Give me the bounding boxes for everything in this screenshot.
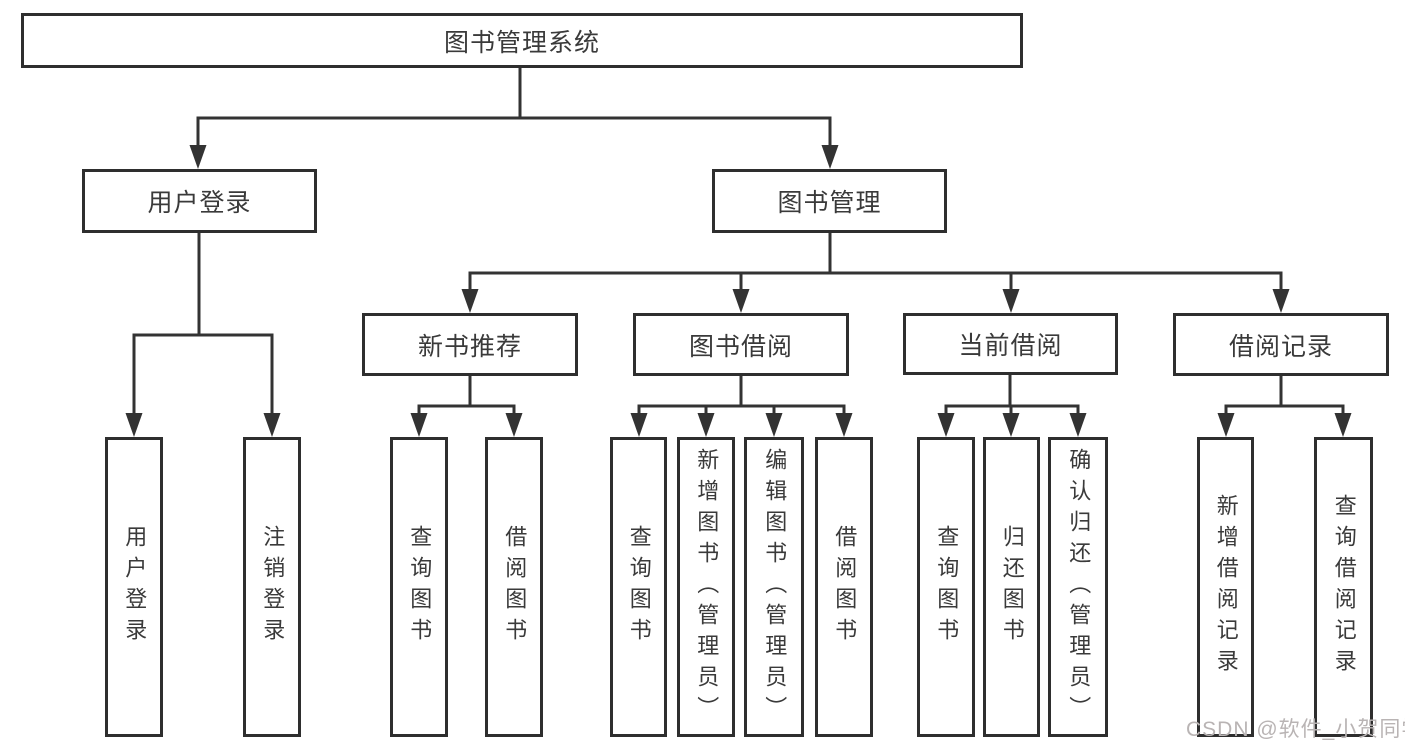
leaf-user-login-label: 用户登录	[122, 525, 148, 649]
arrowhead	[125, 413, 143, 437]
leaf-query-borrow-record-label: 查询借阅记录	[1331, 494, 1357, 680]
node-book-borrow-label: 图书借阅	[688, 332, 793, 361]
arrowhead	[410, 413, 428, 437]
connector-new-book-branch	[417, 376, 516, 417]
arrowhead	[1217, 413, 1235, 437]
connector-level1-branch	[196, 116, 832, 150]
leaf-newrec-borrow-book: 借阅图书	[485, 437, 543, 737]
leaf-borrow-query-book: 查询图书	[610, 437, 667, 737]
leaf-confirm-return-admin-label: 确认归还（管理员）	[1066, 447, 1092, 727]
connector-current-borrow-branch	[944, 374, 1080, 417]
leaf-current-query-book: 查询图书	[917, 437, 975, 737]
leaf-add-borrow-record-label: 新增借阅记录	[1213, 494, 1239, 680]
leaf-edit-book-admin-label: 编辑图书（管理员）	[762, 447, 788, 727]
arrowhead	[630, 413, 648, 437]
arrowhead	[835, 413, 853, 437]
arrowhead	[505, 413, 523, 437]
arrowhead	[1002, 289, 1020, 313]
leaf-add-borrow-record: 新增借阅记录	[1197, 437, 1254, 737]
leaf-edit-book-admin: 编辑图书（管理员）	[744, 437, 804, 737]
node-new-book-rec-label: 新书推荐	[417, 332, 522, 361]
arrowhead	[189, 145, 207, 169]
node-book-mgmt: 图书管理	[712, 169, 947, 233]
leaf-add-book-admin: 新增图书（管理员）	[677, 437, 735, 737]
leaf-borrow-borrow-book-label: 借阅图书	[832, 525, 858, 649]
leaf-newrec-borrow-book-label: 借阅图书	[502, 525, 528, 649]
arrowhead	[461, 289, 479, 313]
arrowhead	[1272, 289, 1290, 313]
leaf-newrec-query-book: 查询图书	[390, 437, 448, 737]
connector-lines	[132, 67, 1345, 417]
node-book-mgmt-label: 图书管理	[777, 189, 882, 217]
leaf-query-borrow-record: 查询借阅记录	[1314, 437, 1373, 737]
leaf-borrow-query-book-label: 查询图书	[626, 525, 652, 649]
arrowhead	[765, 413, 783, 437]
node-current-borrow: 当前借阅	[903, 313, 1118, 375]
connector-book-borrow-branch	[637, 376, 846, 417]
node-book-borrow: 图书借阅	[633, 313, 849, 376]
leaf-return-book-label: 归还图书	[999, 525, 1025, 649]
arrowhead	[732, 289, 750, 313]
connector-borrow-records-branch	[1224, 376, 1345, 417]
node-new-book-rec: 新书推荐	[362, 313, 578, 376]
node-user-login: 用户登录	[82, 169, 317, 233]
csdn-watermark: CSDN @软件_小贺同学	[1186, 718, 1405, 741]
node-borrow-records: 借阅记录	[1173, 313, 1389, 376]
leaf-newrec-query-book-label: 查询图书	[407, 525, 433, 649]
arrowhead	[937, 413, 955, 437]
arrowheads	[125, 145, 1352, 437]
connector-book-mgmt-branch	[468, 271, 1283, 292]
leaf-logout-label: 注销登录	[260, 525, 286, 649]
leaf-add-book-admin-label: 新增图书（管理员）	[694, 447, 720, 727]
node-borrow-records-label: 借阅记录	[1228, 332, 1333, 361]
arrowhead	[697, 413, 715, 437]
leaf-current-query-book-label: 查询图书	[934, 525, 960, 649]
arrowhead	[821, 145, 839, 169]
arrowhead	[1069, 413, 1087, 437]
connector-user-login-branch	[132, 333, 274, 416]
node-current-borrow-label: 当前借阅	[958, 332, 1063, 360]
leaf-confirm-return-admin: 确认归还（管理员）	[1048, 437, 1108, 737]
node-root-label: 图书管理系统	[443, 28, 600, 57]
node-user-login-label: 用户登录	[147, 189, 252, 217]
leaf-user-login: 用户登录	[105, 437, 163, 737]
arrowhead	[1334, 413, 1352, 437]
node-root: 图书管理系统	[21, 13, 1023, 68]
arrowhead	[1002, 413, 1020, 437]
leaf-logout: 注销登录	[243, 437, 301, 737]
leaf-borrow-borrow-book: 借阅图书	[815, 437, 873, 737]
arrowhead	[263, 413, 281, 437]
leaf-return-book: 归还图书	[983, 437, 1040, 737]
